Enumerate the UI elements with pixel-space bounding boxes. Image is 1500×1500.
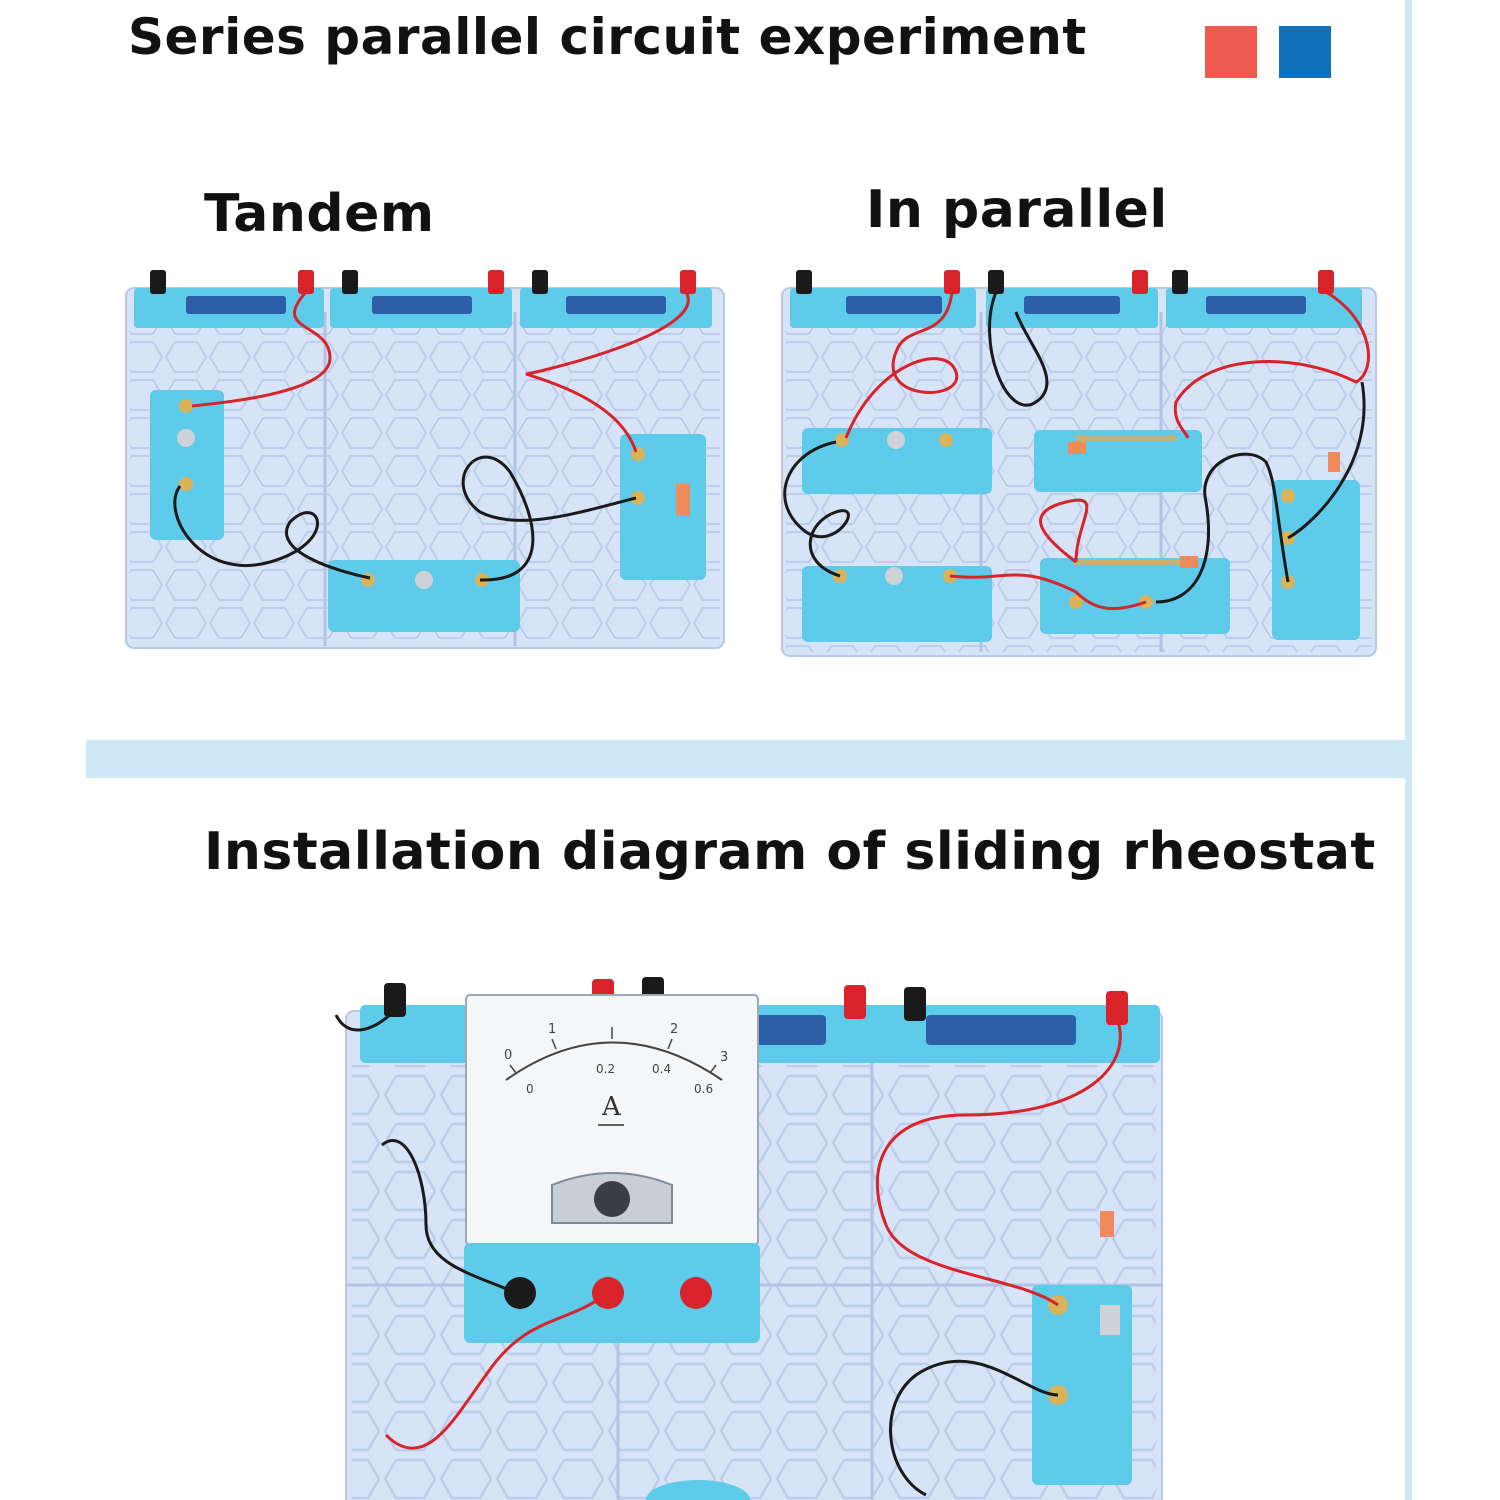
ammeter-scale-upper-0: 0 [504, 1048, 512, 1063]
parallel-circuit-label: In parallel [866, 180, 1168, 240]
rheostat-section-title: Installation diagram of sliding rheostat [204, 822, 1376, 882]
ammeter-scale-lower-1: 0.2 [596, 1062, 615, 1076]
right-edge-rule [1405, 0, 1412, 1500]
parallel-circuit-board-image [776, 262, 1382, 666]
ammeter-scale-lower-0: 0 [526, 1082, 534, 1096]
ammeter-scale-lower-2: 0.4 [652, 1062, 671, 1076]
series-circuit-board-image [120, 262, 730, 658]
ammeter-unit-symbol: A [601, 1092, 622, 1122]
ammeter-scale-upper-2: 2 [670, 1022, 678, 1037]
rheostat-installation-image: 0 1 2 3 0 0.2 0.4 0.6 A [326, 975, 1176, 1500]
ammeter-scale-upper-3: 3 [720, 1050, 728, 1065]
ammeter-scale-upper-1: 1 [548, 1022, 556, 1037]
series-circuit-label: Tandem [204, 184, 435, 244]
color-swatch-red[interactable] [1205, 26, 1257, 78]
page-title: Series parallel circuit experiment [128, 8, 1087, 66]
section-divider-band [86, 740, 1406, 778]
color-swatch-blue[interactable] [1279, 26, 1331, 78]
ammeter-scale-lower-3: 0.6 [694, 1082, 713, 1096]
